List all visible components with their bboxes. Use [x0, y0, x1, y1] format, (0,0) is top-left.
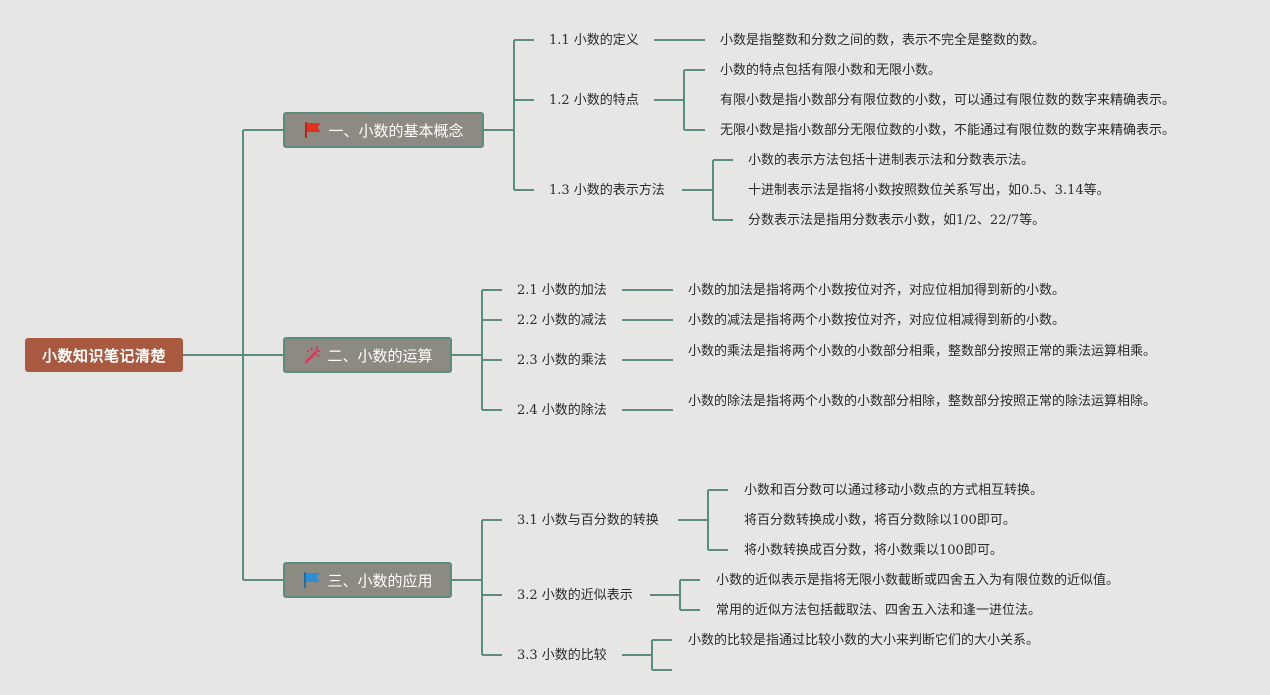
- topic-label: 三、小数的应用: [327, 571, 433, 590]
- detail-representation-1[interactable]: 小数的表示方法包括十进制表示法和分数表示法。: [748, 153, 1035, 168]
- detail-percent-2[interactable]: 将百分数转换成小数，将百分数除以100即可。: [744, 513, 1016, 528]
- detail-addition[interactable]: 小数的加法是指将两个小数按位对齐，对应位相加得到新的小数。: [688, 283, 1066, 298]
- root-node[interactable]: 小数知识笔记清楚: [25, 338, 183, 372]
- subtopic-approximation[interactable]: 3.2 小数的近似表示: [517, 588, 633, 603]
- topic-applications[interactable]: 三、小数的应用: [283, 562, 452, 598]
- flag-red-icon: [303, 120, 323, 140]
- detail-subtraction[interactable]: 小数的减法是指将两个小数按位对齐，对应位相减得到新的小数。: [688, 313, 1066, 328]
- detail-multiplication[interactable]: 小数的乘法是指将两个小数的小数部分相乘，整数部分按照正常的乘法运算相乘。: [688, 344, 1157, 359]
- detail-representation-3[interactable]: 分数表示法是指用分数表示小数，如1/2、22/7等。: [748, 213, 1046, 228]
- topic-label: 二、小数的运算: [327, 346, 433, 365]
- subtopic-multiplication[interactable]: 2.3 小数的乘法: [517, 353, 607, 368]
- detail-approximation-1[interactable]: 小数的近似表示是指将无限小数截断或四舍五入为有限位数的近似值。: [716, 573, 1120, 588]
- subtopic-representation[interactable]: 1.3 小数的表示方法: [549, 183, 665, 198]
- detail-percent-1[interactable]: 小数和百分数可以通过移动小数点的方式相互转换。: [744, 483, 1044, 498]
- magic-wand-icon: [302, 345, 322, 365]
- flag-blue-icon: [302, 570, 322, 590]
- detail-characteristics-1[interactable]: 小数的特点包括有限小数和无限小数。: [720, 63, 942, 78]
- detail-percent-3[interactable]: 将小数转换成百分数，将小数乘以100即可。: [744, 543, 1003, 558]
- subtopic-comparison[interactable]: 3.3 小数的比较: [517, 648, 607, 663]
- detail-characteristics-2[interactable]: 有限小数是指小数部分有限位数的小数，可以通过有限位数的数字来精确表示。: [720, 93, 1176, 108]
- subtopic-percent-conversion[interactable]: 3.1 小数与百分数的转换: [517, 513, 659, 528]
- subtopic-characteristics[interactable]: 1.2 小数的特点: [549, 93, 639, 108]
- detail-division[interactable]: 小数的除法是指将两个小数的小数部分相除，整数部分按照正常的除法运算相除。: [688, 394, 1157, 409]
- subtopic-addition[interactable]: 2.1 小数的加法: [517, 283, 607, 298]
- subtopic-subtraction[interactable]: 2.2 小数的减法: [517, 313, 607, 328]
- subtopic-definition[interactable]: 1.1 小数的定义: [549, 33, 639, 48]
- topic-basic-concepts[interactable]: 一、小数的基本概念: [283, 112, 484, 148]
- detail-approximation-2[interactable]: 常用的近似方法包括截取法、四舍五入法和逢一进位法。: [716, 603, 1042, 618]
- topic-operations[interactable]: 二、小数的运算: [283, 337, 452, 373]
- detail-representation-2[interactable]: 十进制表示法是指将小数按照数位关系写出，如0.5、3.14等。: [748, 183, 1110, 198]
- detail-comparison[interactable]: 小数的比较是指通过比较小数的大小来判断它们的大小关系。: [688, 633, 1040, 648]
- detail-characteristics-3[interactable]: 无限小数是指小数部分无限位数的小数，不能通过有限位数的数字来精确表示。: [720, 123, 1176, 138]
- detail-definition[interactable]: 小数是指整数和分数之间的数，表示不完全是整数的数。: [720, 33, 1046, 48]
- subtopic-division[interactable]: 2.4 小数的除法: [517, 403, 607, 418]
- root-label: 小数知识笔记清楚: [41, 346, 166, 365]
- topic-label: 一、小数的基本概念: [328, 121, 464, 140]
